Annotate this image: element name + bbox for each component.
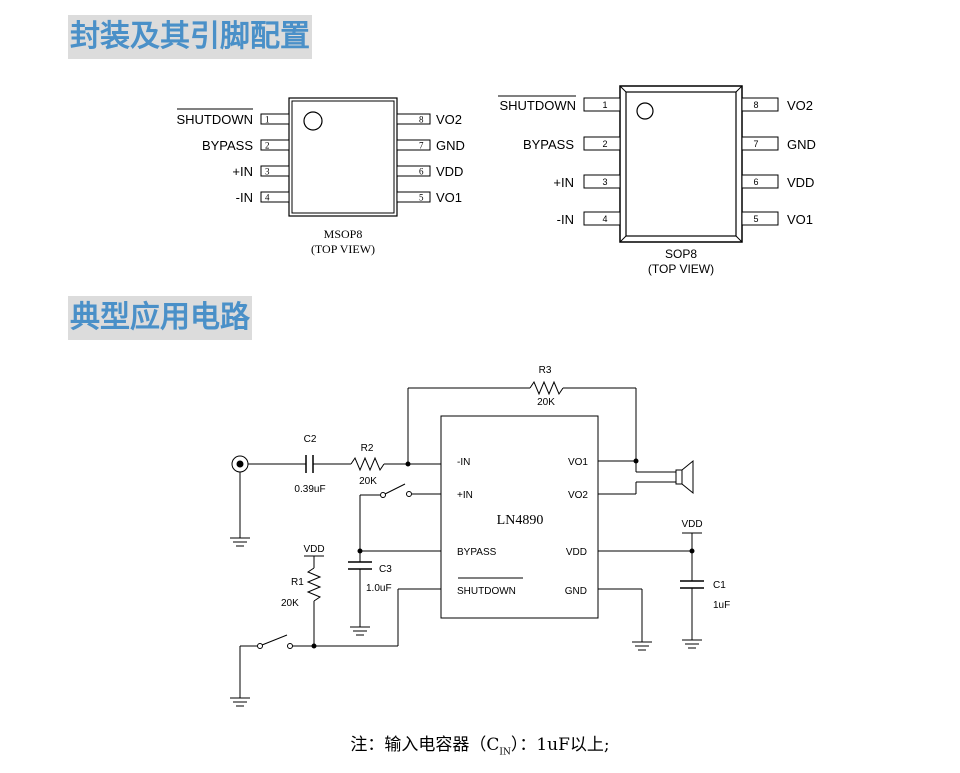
msop8-pin-6: 6 VDD (396, 164, 463, 179)
speaker-icon (675, 459, 694, 495)
svg-text:VO2: VO2 (436, 112, 462, 127)
chip-pin-vo2: VO2 (568, 490, 588, 501)
pin1-marker-icon (636, 102, 654, 120)
circuit-labels: R3 20K C2 0.39uF R2 20K -IN +IN BYPASS S… (281, 365, 730, 611)
msop8-caption: MSOP8 (324, 227, 363, 241)
sop8-pin-5: 5 VO1 (741, 211, 813, 227)
svg-text:3: 3 (265, 167, 270, 177)
svg-text:6: 6 (753, 177, 758, 187)
sop8-pin-2: 2 BYPASS (523, 136, 621, 152)
svg-text:7: 7 (419, 141, 424, 151)
ground-icon (230, 537, 250, 547)
msop8-pin-8: 8 VO2 (396, 112, 462, 127)
svg-text:5: 5 (753, 214, 758, 224)
c2-name: C2 (304, 434, 317, 445)
sop8-pin-3: 3 +IN (553, 174, 621, 190)
footnote: 注：输入电容器（CIN）：1uF以上; (350, 735, 610, 758)
r1-name: R1 (291, 577, 304, 588)
svg-text:6: 6 (419, 167, 424, 177)
svg-text:1: 1 (602, 100, 607, 110)
msop8-pin-5: 5 VO1 (396, 190, 462, 205)
chip-body (440, 415, 599, 619)
chip-pin-vdd: VDD (566, 547, 587, 558)
svg-text:-IN: -IN (236, 190, 253, 205)
r2-value: 20K (359, 476, 377, 487)
chip-pin-bypass: BYPASS (457, 547, 497, 558)
svg-text:4: 4 (265, 193, 270, 203)
svg-text:2: 2 (265, 141, 270, 151)
chip-pin-plus-in: +IN (457, 490, 473, 501)
msop8-pin-2: 2 BYPASS (202, 138, 290, 153)
application-circuit (230, 380, 704, 707)
r2-name: R2 (361, 443, 374, 454)
c2-value: 0.39uF (294, 484, 325, 495)
svg-text:+IN: +IN (232, 164, 253, 179)
svg-text:BYPASS: BYPASS (523, 137, 574, 152)
c3-name: C3 (379, 564, 392, 575)
resistor-r1-icon (306, 567, 322, 602)
msop8-pin-4: 4 -IN (236, 190, 290, 205)
msop8-pin-1: 1 SHUTDOWN (176, 108, 290, 127)
ground-icon (350, 626, 370, 636)
svg-text:VO2: VO2 (787, 98, 813, 113)
r1-value: 20K (281, 598, 299, 609)
msop8-view: (TOP VIEW) (311, 242, 375, 256)
svg-text:VO1: VO1 (436, 190, 462, 205)
r3-value: 20K (537, 397, 555, 408)
svg-text:SHUTDOWN: SHUTDOWN (176, 112, 253, 127)
pin1-marker-icon (303, 111, 323, 131)
chip-pin-shutdown: SHUTDOWN (457, 586, 516, 597)
svg-text:8: 8 (419, 115, 424, 125)
msop8-pin-3: 3 +IN (232, 164, 290, 179)
svg-text:GND: GND (787, 137, 816, 152)
c3-value: 1.0uF (366, 583, 392, 594)
chip-pin-minus-in: -IN (457, 457, 470, 468)
switch-in-icon (384, 483, 406, 495)
sop8-view: (TOP VIEW) (648, 262, 714, 276)
section-title-pin-config: 封装及其引脚配置 (68, 15, 312, 59)
svg-text:VDD: VDD (787, 175, 814, 190)
c1-value: 1uF (713, 600, 730, 611)
svg-text:VO1: VO1 (787, 212, 813, 227)
svg-text:4: 4 (602, 214, 607, 224)
svg-text:2: 2 (602, 139, 607, 149)
sop8-pin-4: 4 -IN (557, 211, 621, 227)
svg-text:BYPASS: BYPASS (202, 138, 253, 153)
resistor-r2-icon (350, 456, 385, 472)
r3-name: R3 (539, 365, 552, 376)
ground-icon (230, 697, 250, 707)
vdd-label-left: VDD (303, 544, 324, 555)
sop8-caption: SOP8 (665, 247, 697, 261)
msop8-pin-7: 7 GND (396, 138, 465, 153)
svg-text:VDD: VDD (436, 164, 463, 179)
sop8-pin-6: 6 VDD (741, 174, 814, 190)
sop8-pin-1: 1 SHUTDOWN (498, 95, 621, 113)
c1-name: C1 (713, 580, 726, 591)
svg-text:GND: GND (436, 138, 465, 153)
svg-text:5: 5 (419, 193, 424, 203)
svg-text:7: 7 (753, 139, 758, 149)
chip-pin-vo1: VO1 (568, 457, 588, 468)
svg-text:-IN: -IN (557, 212, 574, 227)
svg-text:+IN: +IN (553, 175, 574, 190)
sop8-package: 1 SHUTDOWN 2 BYPASS 3 +IN 4 -IN 8 VO2 7 (498, 85, 816, 276)
switch-shutdown-icon (261, 634, 288, 646)
svg-text:8: 8 (753, 100, 758, 110)
ground-icon (682, 639, 702, 649)
chip-pin-gnd: GND (565, 586, 587, 597)
ground-icon (632, 641, 652, 651)
msop8-package: 1 SHUTDOWN 2 BYPASS 3 +IN 4 -IN 8 VO2 7 (176, 97, 465, 256)
chip-name: LN4890 (497, 513, 544, 528)
svg-text:1: 1 (265, 115, 270, 125)
sop8-pin-8: 8 VO2 (741, 97, 813, 113)
resistor-r3-icon (529, 380, 564, 396)
svg-text:3: 3 (602, 177, 607, 187)
sop8-pin-7: 7 GND (741, 136, 816, 152)
section-title-application-circuit: 典型应用电路 (68, 296, 252, 340)
vdd-label-right: VDD (681, 519, 702, 530)
svg-text:SHUTDOWN: SHUTDOWN (499, 98, 576, 113)
